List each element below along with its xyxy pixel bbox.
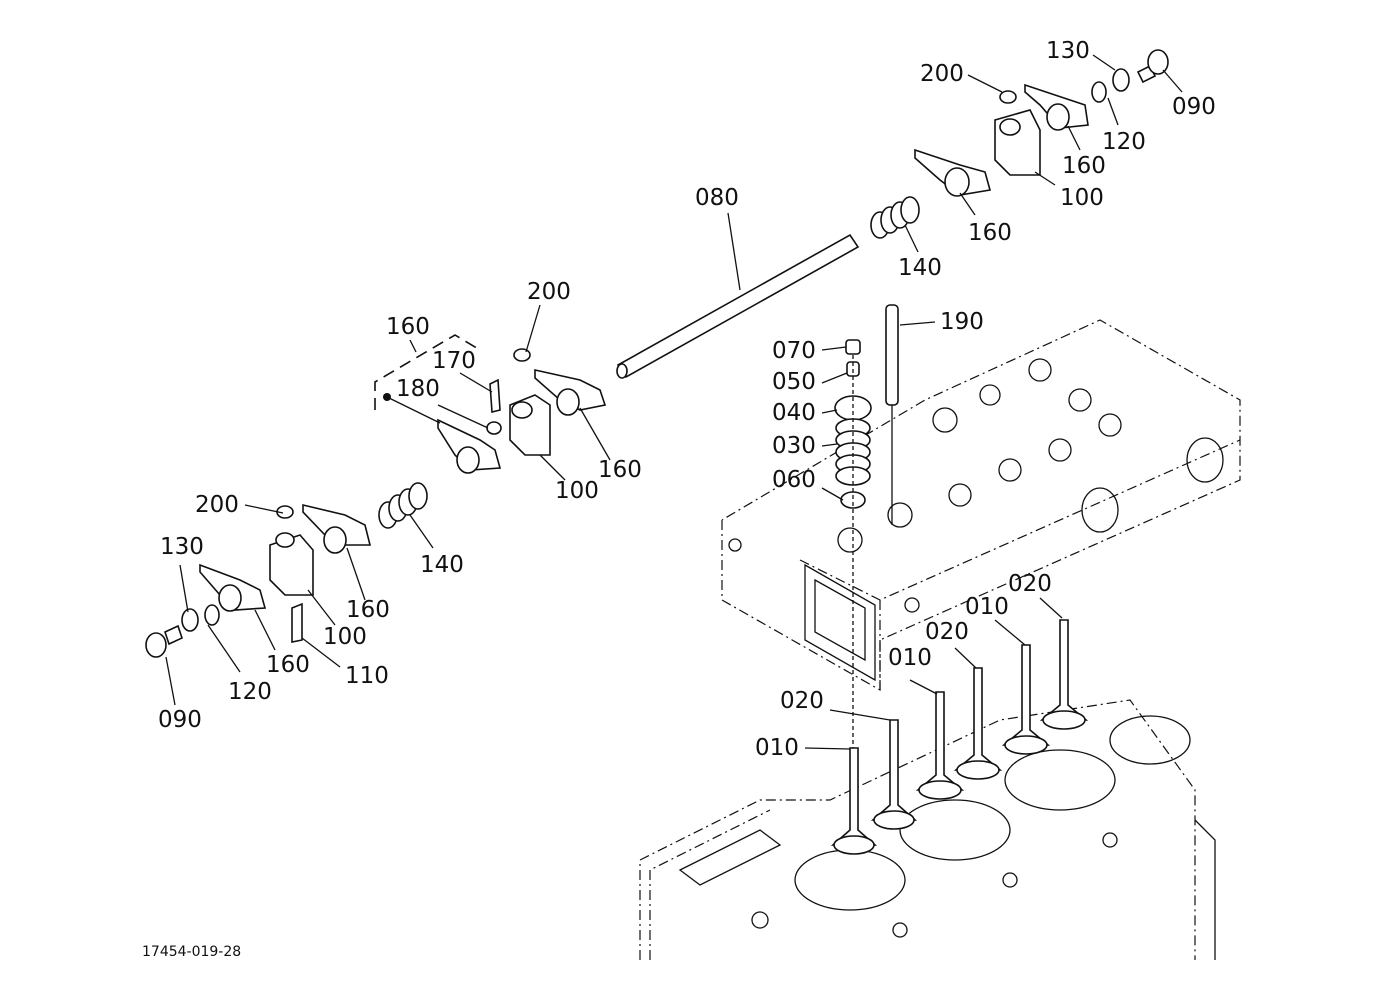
callout-160[interactable]: 160: [266, 652, 310, 678]
callout-130[interactable]: 130: [160, 534, 204, 560]
callout-070[interactable]: 070: [772, 338, 816, 364]
callout-170[interactable]: 170: [432, 348, 476, 374]
callout-020[interactable]: 020: [780, 688, 824, 714]
callout-120[interactable]: 120: [228, 679, 272, 705]
callout-010[interactable]: 010: [888, 645, 932, 671]
callout-050[interactable]: 050: [772, 369, 816, 395]
spring-left: [378, 482, 428, 529]
cylinder-head: [721, 319, 1241, 692]
callout-020[interactable]: 020: [925, 619, 969, 645]
callout-160[interactable]: 160: [346, 597, 390, 623]
callout-110[interactable]: 110: [345, 663, 389, 689]
valve-spring-stack: [834, 339, 872, 760]
rocker-group-left: [145, 503, 372, 658]
drawing-code: 17454-019-28: [142, 944, 242, 960]
callout-060[interactable]: 060: [772, 467, 816, 493]
callout-090[interactable]: 090: [158, 707, 202, 733]
rocker-shaft: [616, 233, 860, 379]
callout-020[interactable]: 020: [1008, 571, 1052, 597]
callout-090[interactable]: 090: [1172, 94, 1216, 120]
cylinder-block: [639, 699, 1216, 960]
callout-160[interactable]: 160: [968, 220, 1012, 246]
callout-200[interactable]: 200: [920, 61, 964, 87]
callout-180[interactable]: 180: [396, 376, 440, 402]
callout-190[interactable]: 190: [940, 309, 984, 335]
callout-040[interactable]: 040: [772, 400, 816, 426]
callout-030[interactable]: 030: [772, 433, 816, 459]
callout-160-group[interactable]: 160: [386, 314, 430, 340]
valves: [830, 619, 1089, 855]
callout-140[interactable]: 140: [898, 255, 942, 281]
callout-130[interactable]: 130: [1046, 38, 1090, 64]
callout-140[interactable]: 140: [420, 552, 464, 578]
callout-080[interactable]: 080: [695, 185, 739, 211]
callout-010[interactable]: 010: [755, 735, 799, 761]
callout-010[interactable]: 010: [965, 594, 1009, 620]
leader-lines: [165, 54, 1183, 750]
callout-100[interactable]: 100: [323, 624, 367, 650]
callout-120[interactable]: 120: [1102, 129, 1146, 155]
stud-bolt: [885, 304, 899, 525]
callout-160[interactable]: 160: [598, 457, 642, 483]
callout-200[interactable]: 200: [195, 492, 239, 518]
callout-100[interactable]: 100: [1060, 185, 1104, 211]
callout-100[interactable]: 100: [555, 478, 599, 504]
callout-200[interactable]: 200: [527, 279, 571, 305]
spring-right: [870, 196, 920, 239]
rocker-group-mid: [374, 334, 607, 474]
callout-160[interactable]: 160: [1062, 153, 1106, 179]
rocker-group-right: [914, 49, 1169, 197]
